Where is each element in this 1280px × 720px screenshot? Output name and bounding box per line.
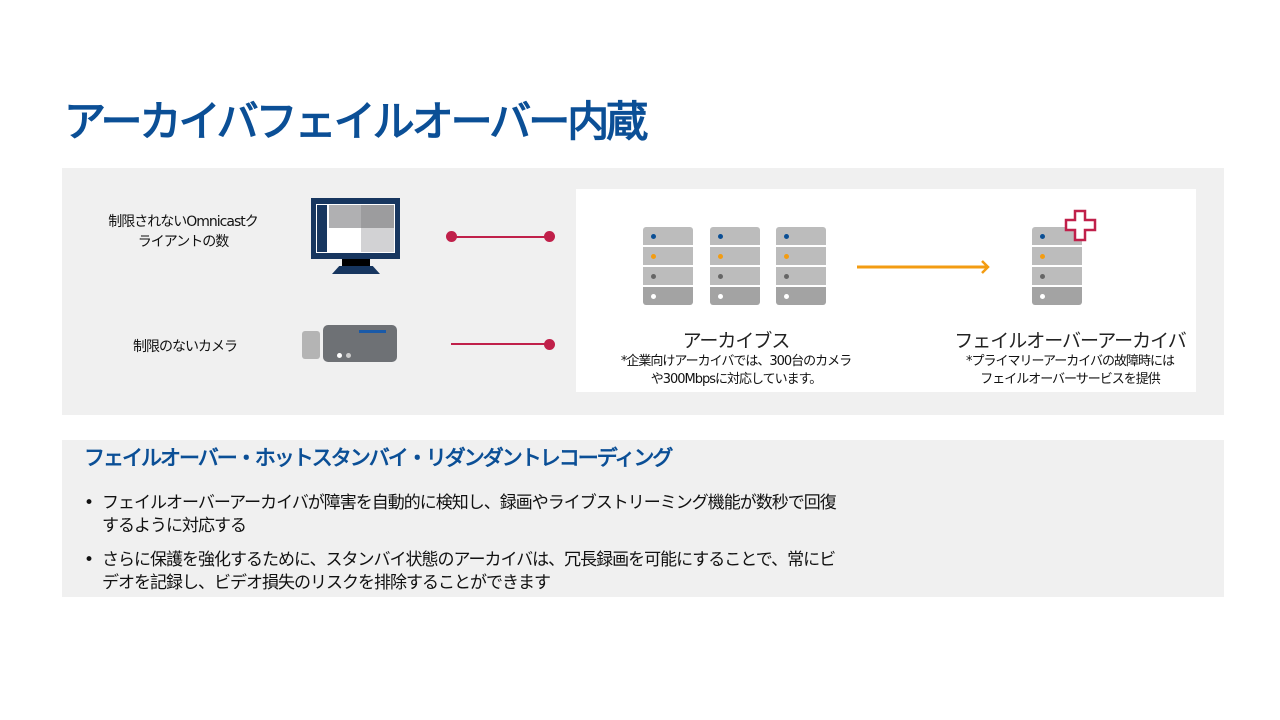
- page-title: アーカイバフェイルオーバー内蔵: [64, 97, 648, 146]
- connector-line: [451, 236, 550, 238]
- bullet-line: フェイルオーバーアーカイバが障害を自動的に検知し、録画やライブストリーミング機能…: [102, 493, 837, 513]
- server-icon: [643, 227, 693, 305]
- bullet-item: さらに保護を強化するために、スタンバイ状態のアーカイバは、冗長録画を可能にするこ…: [84, 549, 954, 595]
- bullet-line: さらに保護を強化するために、スタンバイ状態のアーカイバは、冗長録画を可能にするこ…: [102, 550, 836, 570]
- clients-label-line1: 制限されないOmnicastク: [108, 214, 258, 230]
- connector-dot: [544, 339, 555, 350]
- plus-icon: [1064, 209, 1097, 242]
- archivers-caption-block: アーカイブス *企業向けアーカイバでは、300台のカメラ や300Mbpsに対応…: [606, 326, 866, 389]
- archivers-note: *企業向けアーカイバでは、300台のカメラ: [620, 354, 852, 369]
- monitor-icon: [311, 198, 401, 276]
- server-icon: [776, 227, 826, 305]
- connector-dot: [544, 231, 555, 242]
- connector-line: [451, 343, 550, 345]
- archivers-caption: アーカイブス: [682, 330, 791, 352]
- failover-server-icon: [1032, 227, 1082, 305]
- server-icon: [710, 227, 760, 305]
- bullet-line: デオを記録し、ビデオ損失のリスクを排除することができます: [102, 573, 551, 593]
- failover-note: フェイルオーバーサービスを提供: [980, 372, 1161, 387]
- failover-caption: フェイルオーバーアーカイバ: [954, 330, 1187, 352]
- arrow-right-icon: [857, 260, 990, 274]
- bullet-line: するように対応する: [102, 516, 247, 536]
- clients-label-line2: ライアントの数: [137, 234, 229, 250]
- bullet-item: フェイルオーバーアーカイバが障害を自動的に検知し、録画やライブストリーミング機能…: [84, 492, 954, 538]
- section-subtitle: フェイルオーバー・ホットスタンバイ・リダンダントレコーディング: [84, 446, 673, 470]
- camera-icon: [302, 325, 398, 363]
- cameras-label: 制限のないカメラ: [133, 339, 238, 355]
- clients-label: 制限されないOmnicastク ライアントの数: [88, 212, 278, 252]
- archivers-note: や300Mbpsに対応しています。: [650, 372, 823, 387]
- failover-caption-block: フェイルオーバーアーカイバ *プライマリーアーカイバの故障時には フェイルオーバ…: [940, 326, 1200, 389]
- failover-note: *プライマリーアーカイバの故障時には: [966, 354, 1175, 369]
